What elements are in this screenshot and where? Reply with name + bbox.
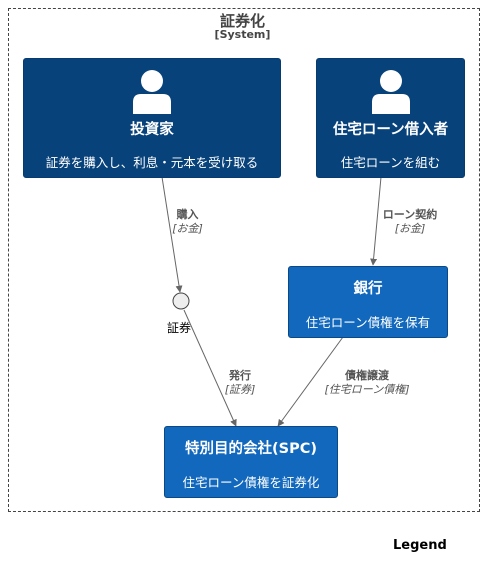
edge-purchase-tech: [お金] xyxy=(172,222,203,235)
bank-name: 銀行 xyxy=(353,281,383,297)
boundary-subtitle: [System] xyxy=(214,28,271,41)
borrower-box[interactable]: 住宅ローン借入者 住宅ローンを組む xyxy=(316,58,465,178)
bank-desc: 住宅ローン債権を保有 xyxy=(305,315,431,330)
edge-purchase-label: 購入 xyxy=(176,208,199,221)
investor-name: 投資家 xyxy=(130,122,174,138)
edge-label-transfer: 債権譲渡 [住宅ローン債権] xyxy=(311,369,423,397)
spc-box[interactable]: 特別目的会社(SPC) 住宅ローン債権を証券化 xyxy=(164,426,338,498)
edge-transfer xyxy=(277,336,344,427)
system-boundary xyxy=(8,8,480,512)
legend-title: Legend xyxy=(393,538,447,553)
investor-desc: 証券を購入し、利息・元本を受け取る xyxy=(45,155,259,170)
investor-box[interactable]: 投資家 証券を購入し、利息・元本を受け取る xyxy=(23,58,281,178)
borrower-desc: 住宅ローンを組む xyxy=(340,155,441,170)
person-icon xyxy=(371,70,410,114)
edge-issue-tech: [証券] xyxy=(224,383,256,396)
edge-purchase xyxy=(161,176,183,293)
edge-label-purchase: 購入 [お金] xyxy=(160,208,215,236)
edge-issue xyxy=(183,309,237,427)
edge-loan-label: ローン契約 xyxy=(382,208,438,221)
spc-desc: 住宅ローン債権を証券化 xyxy=(182,475,320,490)
edge-loan-tech: [お金] xyxy=(394,222,426,235)
borrower-name: 住宅ローン借入者 xyxy=(332,122,449,138)
edge-transfer-label: 債権譲渡 xyxy=(345,369,389,382)
boundary-title: 証券化 xyxy=(219,12,265,30)
edge-loan xyxy=(370,176,382,266)
edge-label-issue: 発行 [証券] xyxy=(214,369,266,397)
bank-box[interactable]: 銀行 住宅ローン債権を保有 xyxy=(288,266,448,338)
spc-name: 特別目的会社(SPC) xyxy=(185,441,317,457)
person-icon xyxy=(133,70,171,114)
edge-issue-label: 発行 xyxy=(229,369,251,382)
edge-transfer-tech: [住宅ローン債権] xyxy=(324,383,410,396)
edge-label-loan: ローン契約 [お金] xyxy=(372,208,448,236)
securities-node xyxy=(172,292,190,310)
securities-label: 証券 xyxy=(167,321,192,335)
